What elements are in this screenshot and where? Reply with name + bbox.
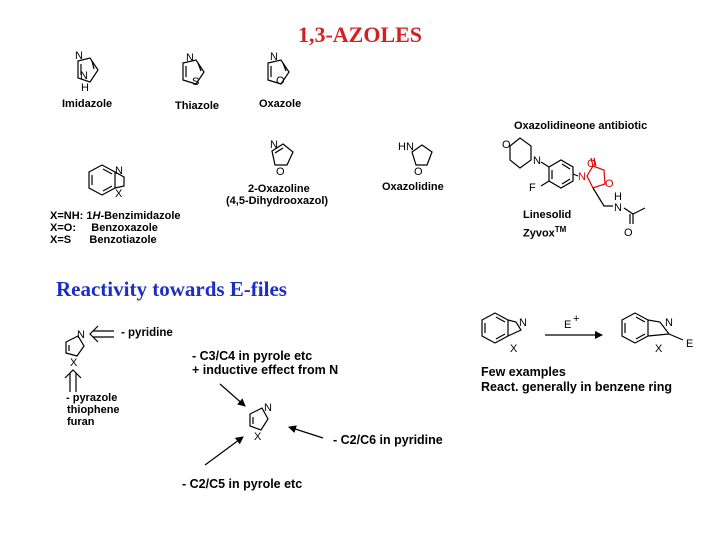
label-oxazoline: 2-Oxazoline (248, 183, 310, 195)
imidazole-n3: N (75, 50, 83, 62)
amide-h: H (614, 191, 622, 203)
list-item-pyrazole: - pyrazole (66, 392, 118, 404)
product-x: X (655, 343, 663, 355)
note-few-examples: Few examples (481, 365, 566, 379)
benzazole-legend-suffix: -Benzimidazole (100, 210, 181, 222)
label-zyvox: Zyvox (523, 227, 555, 240)
benzazole-legend-prefix: X=NH: 1 (50, 210, 93, 222)
imidazole-h: H (81, 82, 89, 94)
benzazole-legend-line1: X=NH: 1H-Benzimidazole (50, 210, 181, 222)
list-item-furan: furan (67, 416, 95, 428)
azole-small-structure: N X (64, 325, 114, 392)
benzazole-legend-italic-h: H (92, 210, 101, 222)
note-benzene-ring: React. generally in benzene ring (481, 380, 673, 394)
note-inductive: + inductive effect from N (192, 363, 339, 377)
benzazole-legend-line2: X=O: Benzoxazole (50, 222, 158, 234)
oxazolidinone-n: N (578, 171, 586, 183)
page-title: 1,3-AZOLES (297, 22, 423, 47)
thiazole-n: N (186, 52, 194, 64)
benzazole-reactant-structure: N X (481, 312, 527, 355)
label-oxazolidine: Oxazolidine (382, 181, 444, 193)
reactant-x: X (510, 343, 518, 355)
label-trademark: TM (554, 225, 567, 234)
reactant-n: N (519, 317, 527, 329)
label-thiazole: Thiazole (175, 100, 220, 112)
benzazole-product-structure: N X E (621, 312, 693, 355)
oxazoline-structure: N O (270, 139, 294, 178)
thiazole-s: S (192, 76, 199, 88)
azole-central-x: X (254, 431, 262, 443)
label-oxazoline-alt: (4,5-Dihydrooxazol) (226, 195, 329, 207)
product-e: E (686, 338, 693, 350)
imidazole-structure: N N H (75, 50, 99, 94)
oxazole-structure: N O (267, 51, 290, 87)
note-c2c5: - C2/C5 in pyrole etc (182, 477, 303, 491)
benzazole-x: X (115, 188, 123, 200)
section-heading-reactivity: Reactivity towards E-files (56, 277, 287, 301)
oxazole-n: N (270, 51, 278, 63)
morpholine-o: O (502, 139, 511, 151)
morpholine-n: N (533, 155, 541, 167)
oxazolidine-nh: HN (398, 141, 414, 153)
oxazoline-n: N (270, 139, 278, 151)
benzazole-n: N (115, 165, 123, 177)
azole-central-n: N (264, 402, 272, 414)
benzazole-legend-line3: X=S Benzotiazole (50, 234, 157, 246)
product-n: N (665, 317, 673, 329)
imidazole-n1: N (80, 70, 88, 82)
oxazolidinone-ring-o: O (605, 178, 614, 190)
electrophile-charge: + (573, 313, 579, 325)
oxazolidine-o: O (414, 166, 423, 178)
linezolid-structure: O N F N O O H N O (502, 137, 646, 239)
label-oxazolidinone-antibiotic: Oxazolidineone antibiotic (514, 120, 648, 132)
oxazolidinone-carbonyl-o: O (587, 158, 596, 170)
label-oxazole: Oxazole (259, 98, 302, 110)
azole-central-structure: N X (204, 383, 324, 466)
azole-small-n: N (77, 329, 85, 341)
label-linesolid: Linesolid (523, 209, 572, 221)
oxazolidine-structure: HN O (398, 141, 433, 178)
label-zyvox-line: ZyvoxTM (523, 224, 566, 240)
note-pyridine: - pyridine (121, 327, 173, 339)
fluorine: F (529, 182, 536, 194)
benzazole-structure: N X (88, 164, 125, 200)
oxazole-o: O (276, 75, 285, 87)
label-imidazole: Imidazole (62, 98, 113, 110)
thiazole-structure: N S (182, 52, 205, 88)
list-item-thiophene: thiophene (67, 404, 120, 416)
electrophile-label: E (564, 319, 571, 331)
azole-small-x: X (70, 357, 78, 369)
note-c2c6: - C2/C6 in pyridine (333, 433, 443, 447)
amide-o: O (624, 227, 633, 239)
reaction-arrow: E + (545, 313, 603, 339)
note-c3c4: - C3/C4 in pyrole etc (192, 349, 313, 363)
amide-n: N (614, 202, 622, 214)
list-five-ring: - pyrazole thiophene furan (66, 392, 120, 428)
oxazoline-o: O (276, 166, 285, 178)
